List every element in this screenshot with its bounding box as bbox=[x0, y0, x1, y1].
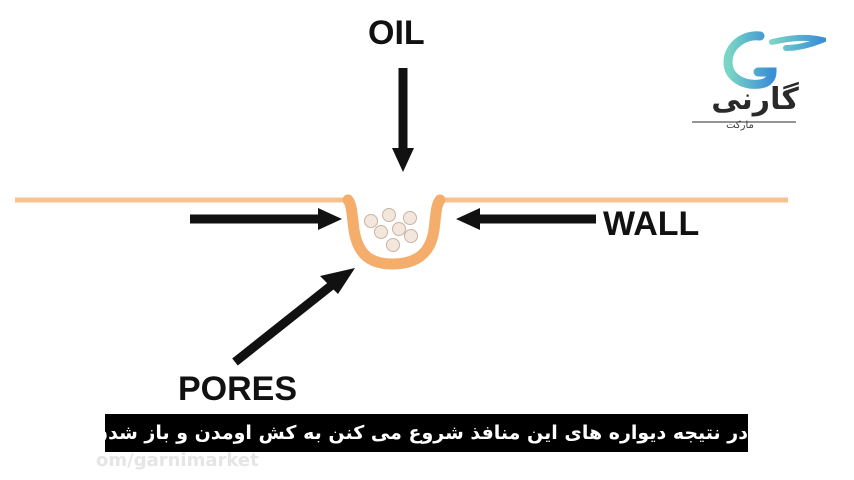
watermark: om/garnimarket bbox=[96, 450, 259, 471]
oil-particle bbox=[404, 229, 418, 243]
oil-particle bbox=[364, 214, 378, 228]
oil-particle bbox=[382, 208, 396, 222]
oil-label: OIL bbox=[368, 14, 425, 52]
wall-arrow-left-head bbox=[318, 208, 342, 230]
oil-particles bbox=[364, 208, 418, 252]
arrows bbox=[190, 68, 596, 366]
wall-label: WALL bbox=[603, 205, 700, 243]
pores-arrow bbox=[232, 281, 335, 366]
oil-particle bbox=[374, 225, 388, 239]
logo-subtitle: مارکت bbox=[726, 120, 754, 131]
logo-name: گارنی bbox=[711, 82, 799, 117]
garni-logo-icon bbox=[692, 31, 826, 123]
oil-particle bbox=[392, 222, 406, 236]
oil-arrow-head bbox=[392, 148, 414, 172]
caption-subtitle: در نتیجه دیواره های این منافذ شروع می کن… bbox=[105, 414, 748, 452]
pores-arrow-head bbox=[320, 268, 355, 294]
wall-arrow-right-head bbox=[456, 208, 480, 230]
oil-particle bbox=[386, 238, 400, 252]
pores-label: PORES bbox=[178, 370, 298, 408]
oil-particle bbox=[403, 211, 417, 225]
pore-wall bbox=[342, 194, 446, 270]
